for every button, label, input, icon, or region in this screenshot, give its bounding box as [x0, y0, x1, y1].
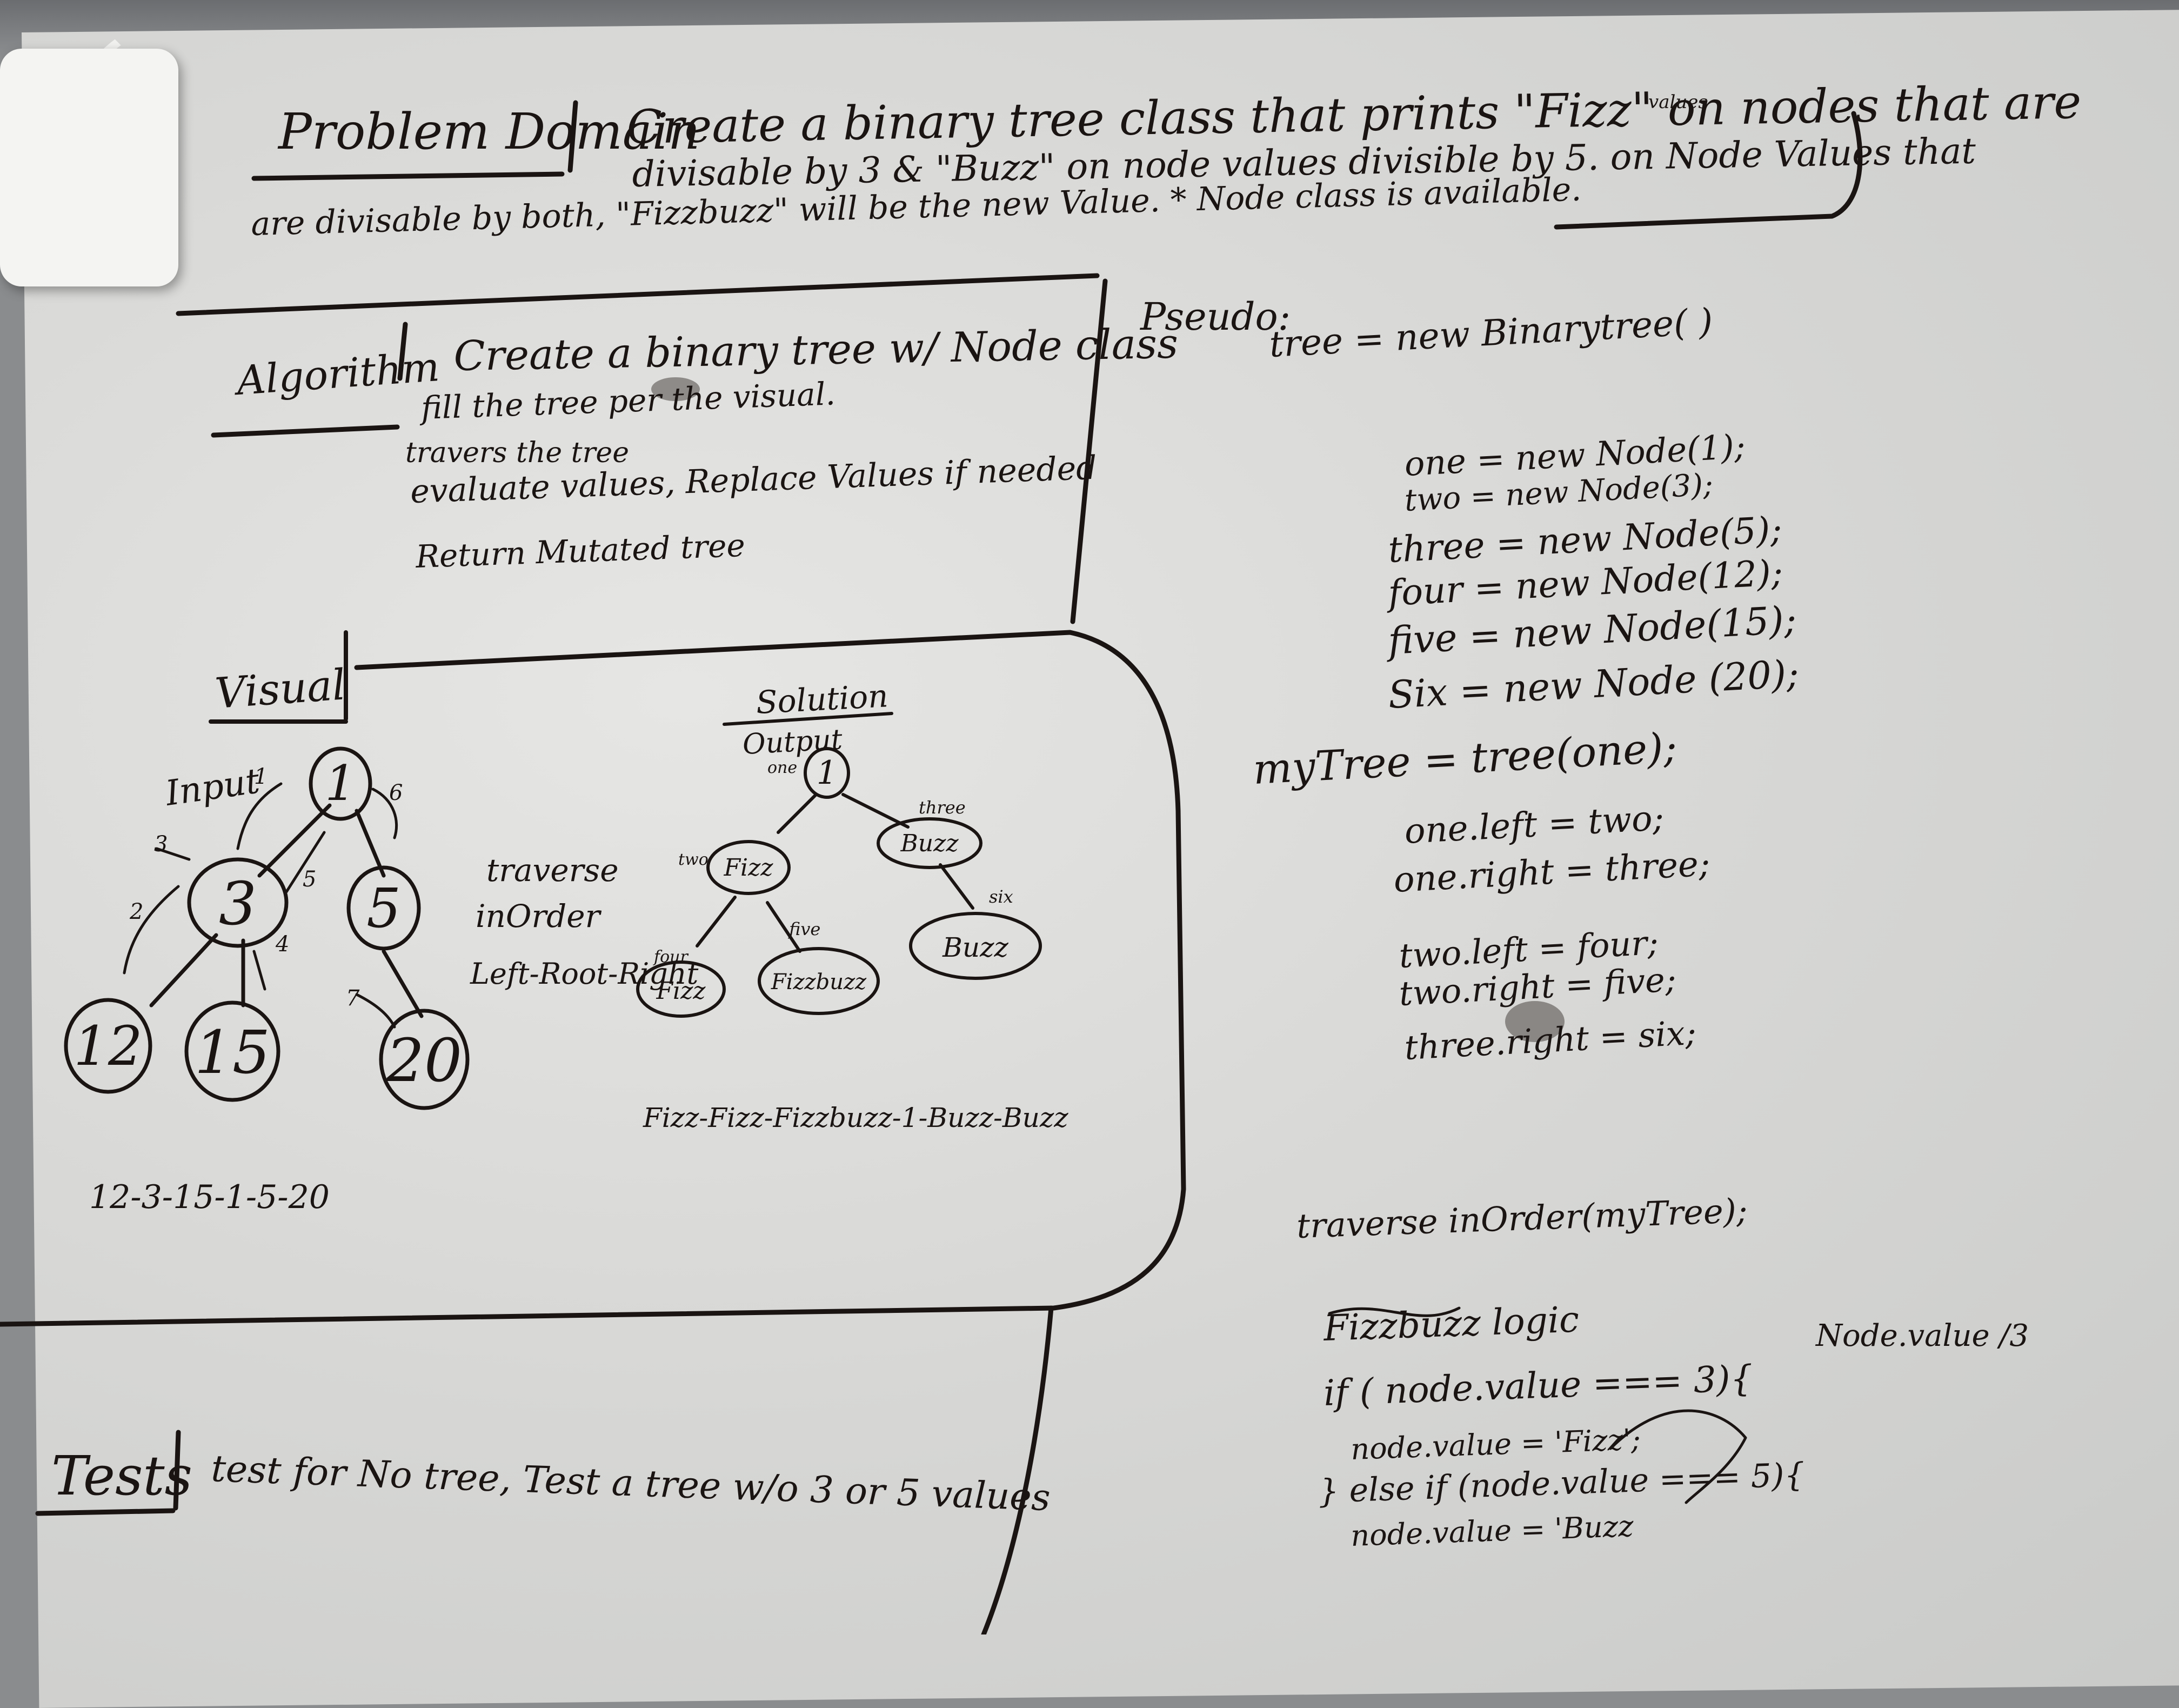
- output-node-label: Buzz: [942, 932, 1008, 963]
- frame-center-divider: [1070, 278, 1108, 624]
- heading-underline: [211, 424, 400, 438]
- tree-node: [309, 746, 372, 821]
- step-number: 6: [389, 780, 403, 805]
- tests-text: test for No tree, Test a tree w/o 3 or 5…: [210, 1447, 1051, 1519]
- output-node-label: Buzz: [900, 830, 959, 857]
- pseudo-traverse-call: traverse inOrder(myTree);: [1296, 1191, 1748, 1246]
- input-label: Input: [163, 761, 262, 814]
- frame-lower-divider: [981, 1305, 1054, 1634]
- tree-node: [184, 1000, 280, 1102]
- frame-top-line: [176, 273, 1100, 316]
- algorithm-step-3: travers the tree: [405, 437, 629, 469]
- power-adapter: [0, 49, 178, 286]
- tree-node-label: 1: [325, 755, 356, 812]
- algorithm-step-2: fill the tree per the visual.: [418, 375, 836, 426]
- pseudo-logic-heading: Fizzbuzz logic: [1322, 1299, 1580, 1349]
- output-label: Output: [742, 723, 844, 761]
- output-node-name: four: [653, 948, 689, 966]
- heading-divider: [567, 100, 578, 173]
- problem-domain-section: Problem Domain Create a binary tree clas…: [251, 75, 2082, 243]
- visual-frame: [0, 630, 1186, 1327]
- pseudo-section: Pseudo: tree = new Binarytree( ) one = n…: [1139, 295, 2029, 1553]
- problem-heading: Problem Domain: [277, 103, 700, 161]
- pseudo-logic-line: node.value = 'Buzz: [1350, 1509, 1634, 1553]
- output-tree-edges: [696, 793, 974, 953]
- heading-underline: [251, 171, 565, 181]
- output-node-label: Fizz: [724, 854, 774, 882]
- output-tree-nodes: 1 Fizz Buzz Fizz Fizzbuzz Buzz: [636, 747, 1042, 1018]
- algorithm-section: Algorithm Create a binary tree w/ Node c…: [211, 319, 1179, 575]
- tree-node-label: 12: [73, 1015, 142, 1078]
- tree-node-label: 20: [386, 1026, 462, 1095]
- traverse-text-3: Left-Root-Right: [470, 957, 699, 991]
- problem-bracket: [1554, 111, 1863, 230]
- algorithm-step-5: Return Mutated tree: [415, 527, 746, 575]
- traverse-text-2: inOrder: [476, 898, 602, 935]
- pseudo-assign-line: one.right = three;: [1393, 844, 1711, 900]
- pseudo-tree-line: tree = new Binarytree( ): [1268, 301, 1714, 365]
- pseudo-mytree-line: myTree = tree(one);: [1252, 723, 1678, 793]
- pseudo-heading: Pseudo:: [1139, 295, 1291, 339]
- tree-node-label: 5: [366, 877, 401, 940]
- tree-node-label: 15: [195, 1018, 270, 1087]
- output-traversal-order: Fizz-Fizz-Fizzbuzz-1-Buzz-Buzz: [643, 1102, 1068, 1133]
- traversal-arrows: [123, 782, 398, 1029]
- input-tree-edges: [149, 803, 424, 1018]
- traverse-text-1: traverse: [486, 852, 619, 889]
- smudge: [1505, 1001, 1565, 1042]
- problem-insert-values: values: [1648, 91, 1708, 113]
- output-node-name: six: [989, 886, 1013, 907]
- pseudo-logic-line: if ( node.value === 3){: [1323, 1357, 1754, 1414]
- algorithm-step-1: Create a binary tree w/ Node class: [453, 319, 1179, 380]
- input-tree-nodes: 1 3 5 12 15 20: [64, 746, 470, 1110]
- output-node-name: two: [678, 850, 708, 869]
- output-node-label: 1: [817, 754, 837, 792]
- heading-underline: [35, 1508, 176, 1516]
- output-node-name: five: [788, 919, 820, 939]
- whiteboard-drawing: Problem Domain Create a binary tree clas…: [0, 75, 2082, 1634]
- step-number: 3: [154, 832, 168, 857]
- tree-node: [379, 1009, 470, 1110]
- output-node-label: Fizzbuzz: [771, 970, 867, 995]
- pseudo-assign-line: one.left = two;: [1403, 798, 1665, 852]
- step-number: 7: [346, 986, 360, 1011]
- output-node-name: one: [767, 758, 797, 777]
- visual-heading: Visual: [213, 660, 347, 718]
- heading-divider: [397, 322, 408, 381]
- tree-node: [187, 857, 289, 948]
- pseudo-side-note: Node.value /3: [1815, 1318, 2029, 1353]
- logic-scribble: [1328, 1306, 1461, 1317]
- pseudo-logic-line: node.value = 'Fizz';: [1350, 1422, 1641, 1466]
- output-node-name: three: [919, 797, 966, 818]
- algorithm-heading: Algorithm: [232, 344, 441, 404]
- tree-node: [346, 865, 421, 951]
- step-number: 4: [275, 932, 289, 957]
- step-number: 1: [254, 764, 268, 789]
- visual-section: Visual 1 3 5 12 15 20: [0, 630, 1186, 1327]
- step-number: 2: [129, 899, 143, 924]
- logic-scribble: [1609, 1409, 1747, 1504]
- solution-underline: [723, 712, 893, 726]
- tests-section: Tests test for No tree, Test a tree w/o …: [35, 1430, 1051, 1519]
- output-node-label: Fizz: [656, 977, 706, 1005]
- step-number: 5: [303, 867, 316, 892]
- smudge: [651, 377, 700, 401]
- tree-node-label: 3: [219, 869, 257, 938]
- input-traversal-order: 12-3-15-1-5-20: [89, 1178, 330, 1216]
- heading-divider: [173, 1430, 181, 1511]
- pseudo-node-line: Six = new Node (20);: [1387, 651, 1800, 717]
- tree-node: [64, 998, 152, 1094]
- pseudo-assign-line: three.right = six;: [1403, 1013, 1697, 1068]
- tests-heading: Tests: [51, 1444, 192, 1507]
